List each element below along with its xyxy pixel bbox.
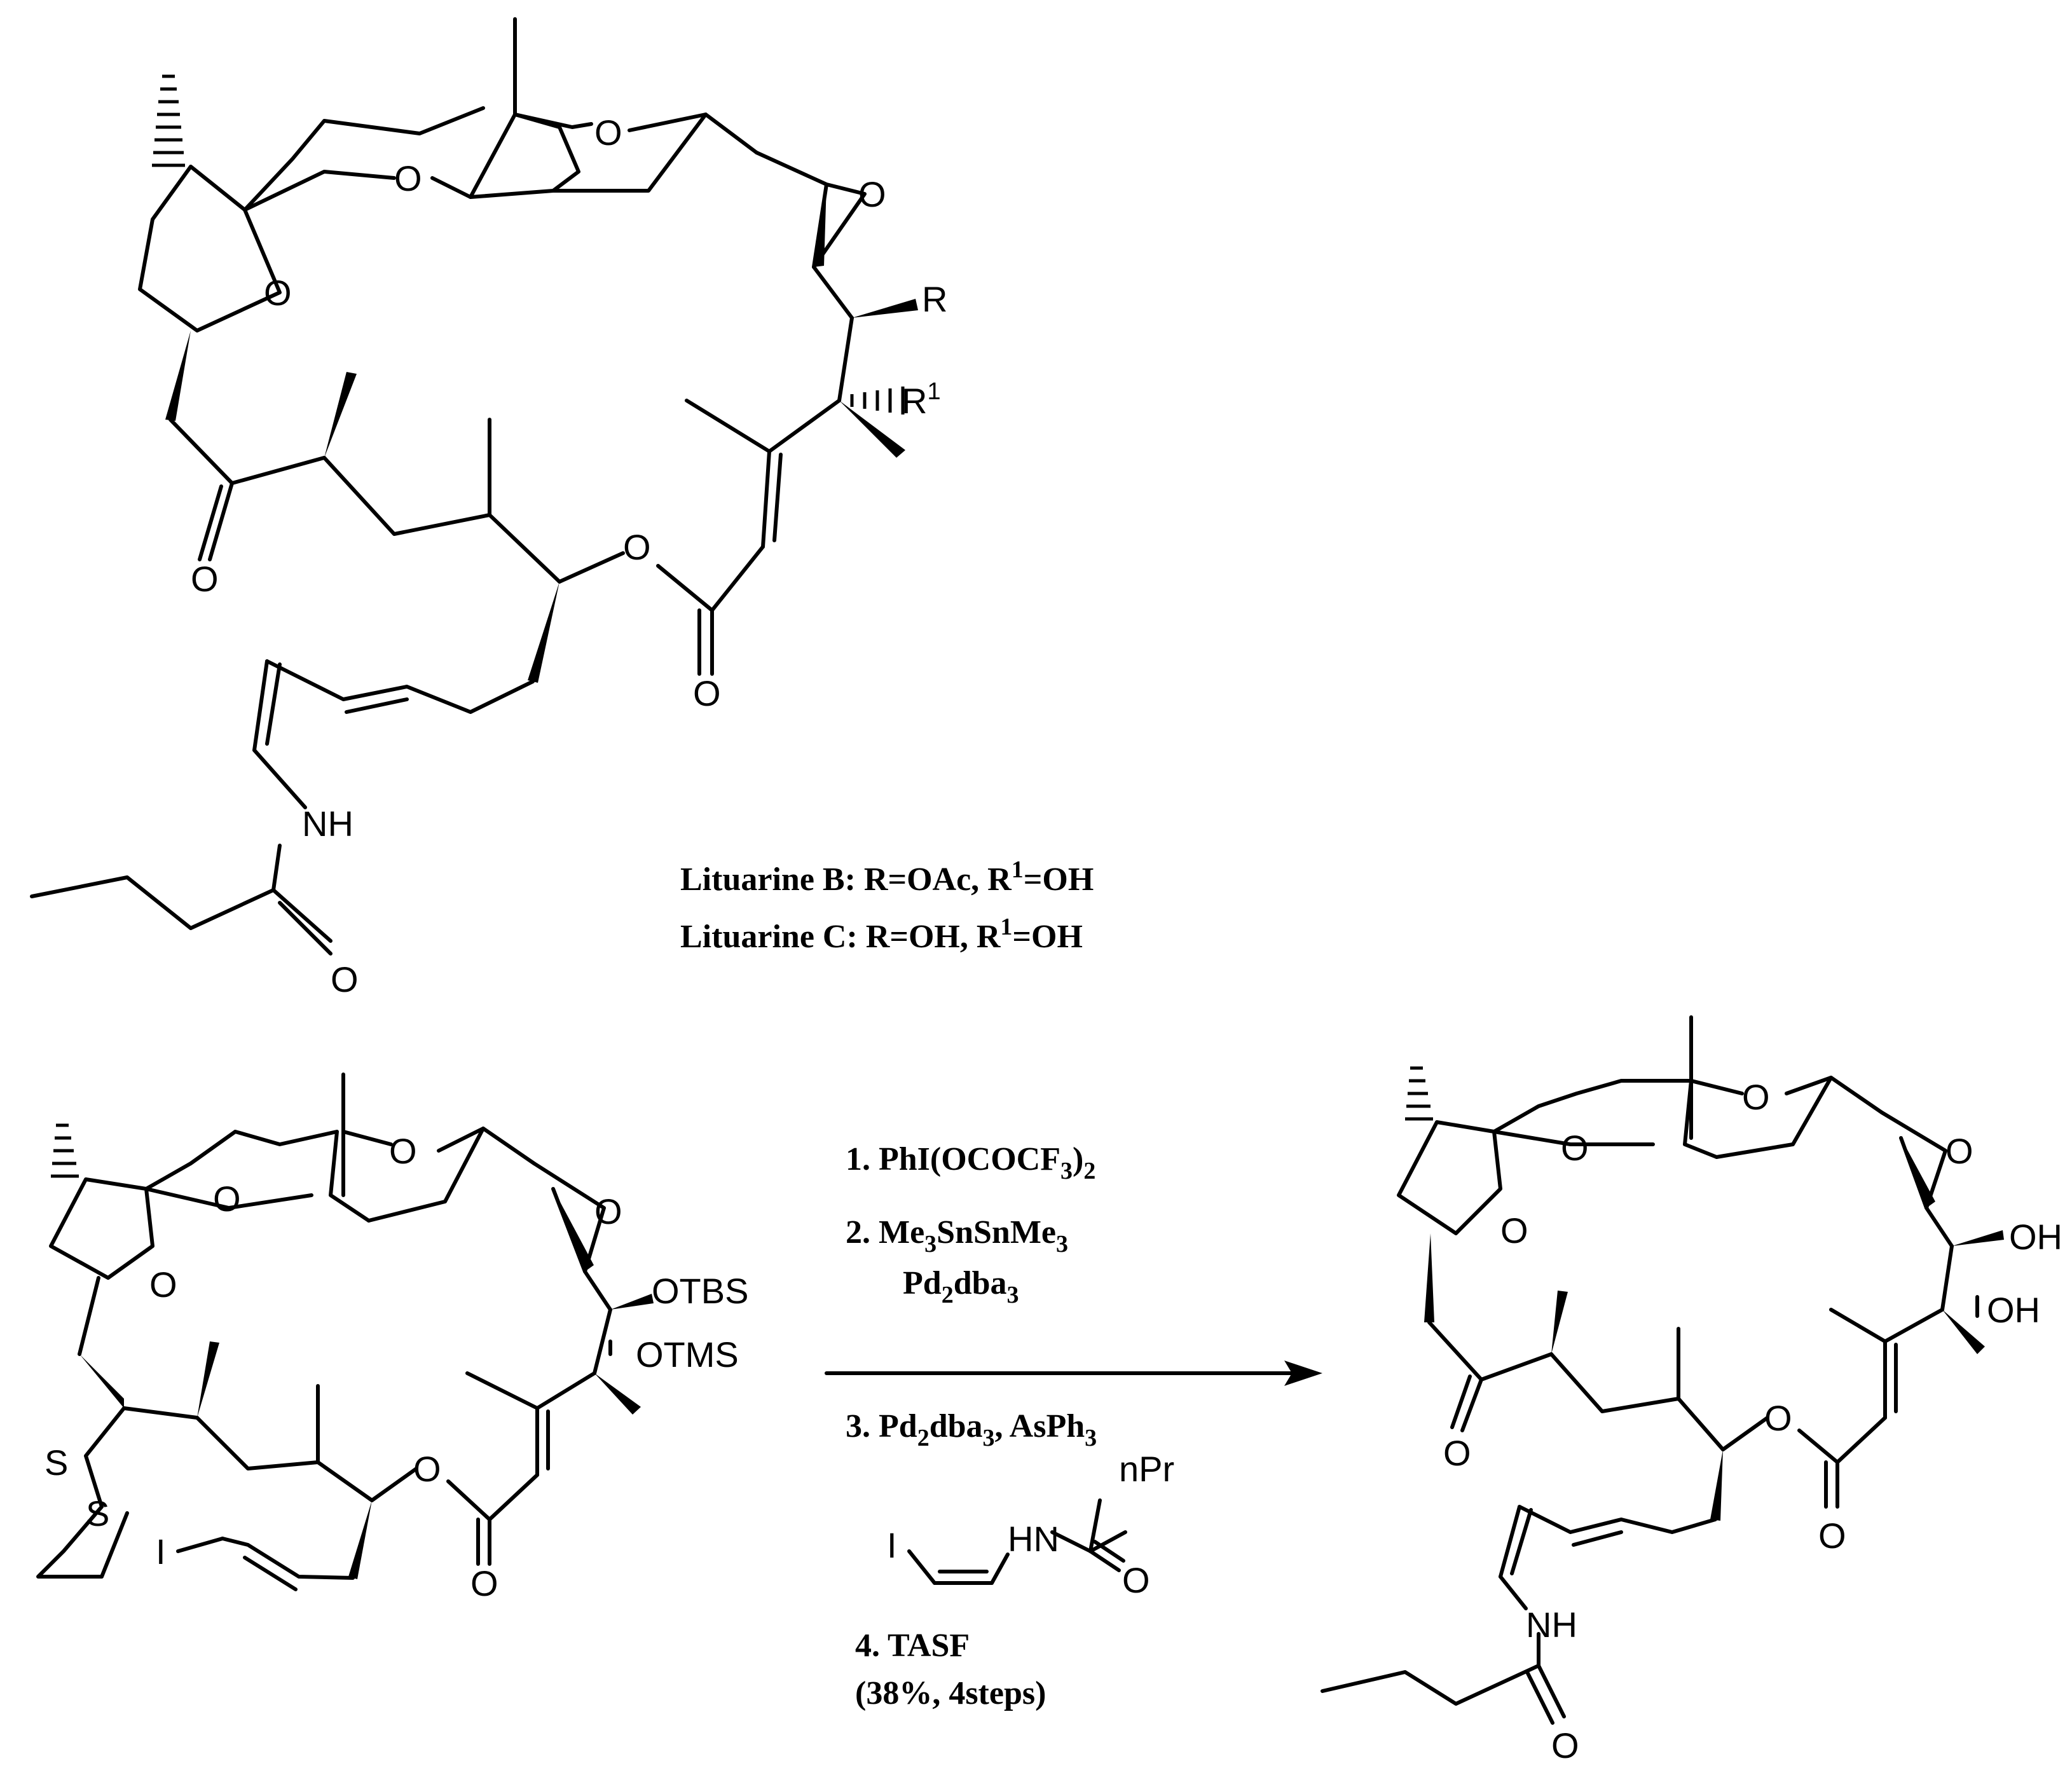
hashed-bond: [850, 387, 905, 415]
atom-oxygen: O: [331, 959, 359, 999]
atom-oxygen: O: [1551, 1725, 1579, 1765]
wedge-bond: [324, 372, 357, 458]
atom-oxygen: O: [470, 1563, 498, 1603]
atom-oxygen: O: [1818, 1516, 1846, 1556]
atom-oxygen: O: [693, 673, 721, 713]
wedge-bond: [79, 1354, 124, 1408]
atom-npr: nPr: [1119, 1449, 1174, 1489]
wedge-bond: [528, 582, 559, 683]
wedge-bond: [1942, 1310, 1985, 1354]
reaction-conditions: 1. PhI(OCOCF3)2 2. Me3SnSnMe3 Pd2dba3 3.…: [846, 1141, 1174, 1711]
wedge-bond: [1551, 1291, 1568, 1354]
wedge-bond: [839, 401, 905, 458]
atom-oxygen: O: [623, 527, 651, 567]
atom-oxygen: O: [858, 174, 886, 214]
atom-oxygen: O: [394, 158, 422, 198]
wedge-bond: [852, 299, 918, 318]
atom-hn: HN: [1008, 1519, 1059, 1559]
atom-hydroxyl: OH: [1987, 1290, 2040, 1330]
lituarine-structure: O O O O R R1 O O O NH O: [30, 17, 947, 999]
wedge-bond: [610, 1294, 654, 1310]
atom-oxygen: O: [389, 1131, 417, 1171]
atom-oxygen: O: [594, 113, 622, 153]
wedge-bond: [553, 1189, 594, 1271]
reagent-structure: I HN nPr O: [887, 1449, 1174, 1600]
wedge-bond: [1952, 1230, 2004, 1246]
atom-iodine: I: [156, 1532, 166, 1572]
wedge-bond: [1710, 1450, 1723, 1521]
hashed-bond: [1405, 1066, 1433, 1121]
atom-nh: NH: [1526, 1605, 1577, 1645]
atom-oxygen: O: [213, 1179, 241, 1219]
wedge-bond: [1901, 1138, 1935, 1208]
atom-oxygen: O: [594, 1191, 622, 1231]
label-lituarine-b: Lituarine B: R=OAc, R1=OH: [680, 856, 1094, 898]
starting-material-structure: O O O O OTBS OTMS O O S S I: [36, 1073, 748, 1603]
wedge-bond: [594, 1373, 641, 1415]
atom-iodine: I: [887, 1525, 897, 1565]
atom-hydroxyl: OH: [2009, 1217, 2062, 1257]
reaction-arrow: [825, 1360, 1322, 1386]
atom-oxygen: O: [149, 1265, 177, 1305]
atom-r: R: [922, 279, 947, 319]
atom-oxygen: O: [413, 1449, 441, 1489]
condition-step-4: 4. TASF: [855, 1628, 970, 1664]
hashed-bond: [152, 74, 185, 167]
atom-oxygen: O: [1561, 1128, 1589, 1168]
atom-oxygen: O: [1443, 1433, 1471, 1473]
reaction-yield: (38%, 4steps): [855, 1675, 1046, 1711]
wedge-bond: [1424, 1233, 1434, 1322]
wedge-bond: [165, 331, 191, 421]
wedge-bond: [814, 184, 827, 267]
atom-r1: R1: [902, 378, 941, 421]
atom-otms: OTMS: [636, 1334, 739, 1374]
atom-sulfur: S: [86, 1493, 109, 1533]
condition-step-1: 1. PhI(OCOCF3)2: [846, 1141, 1095, 1184]
atom-oxygen: O: [1742, 1077, 1770, 1117]
atom-oxygen: O: [1500, 1210, 1528, 1251]
product-structure: O O O O OH OH O O O NH O: [1321, 1015, 2062, 1765]
condition-step-2a: 2. Me3SnSnMe3: [846, 1214, 1068, 1258]
atom-oxygen: O: [264, 273, 292, 313]
atom-oxygen: O: [1122, 1560, 1150, 1600]
wedge-bond: [348, 1500, 372, 1579]
wedge-bond: [197, 1341, 219, 1418]
atom-oxygen: O: [1945, 1131, 1973, 1171]
atom-nh: NH: [302, 804, 353, 844]
condition-step-2b: Pd2dba3: [903, 1265, 1019, 1308]
compound-labels: Lituarine B: R=OAc, R1=OH Lituarine C: R…: [680, 856, 1094, 955]
hashed-bond: [51, 1123, 79, 1178]
atom-oxygen: O: [1764, 1398, 1792, 1438]
condition-step-3: 3. Pd2dba3, AsPh3: [846, 1408, 1097, 1451]
atom-otbs: OTBS: [652, 1271, 748, 1311]
atom-oxygen: O: [191, 559, 219, 599]
label-lituarine-c: Lituarine C: R=OH, R1=OH: [680, 914, 1083, 955]
atom-sulfur: S: [45, 1443, 68, 1483]
